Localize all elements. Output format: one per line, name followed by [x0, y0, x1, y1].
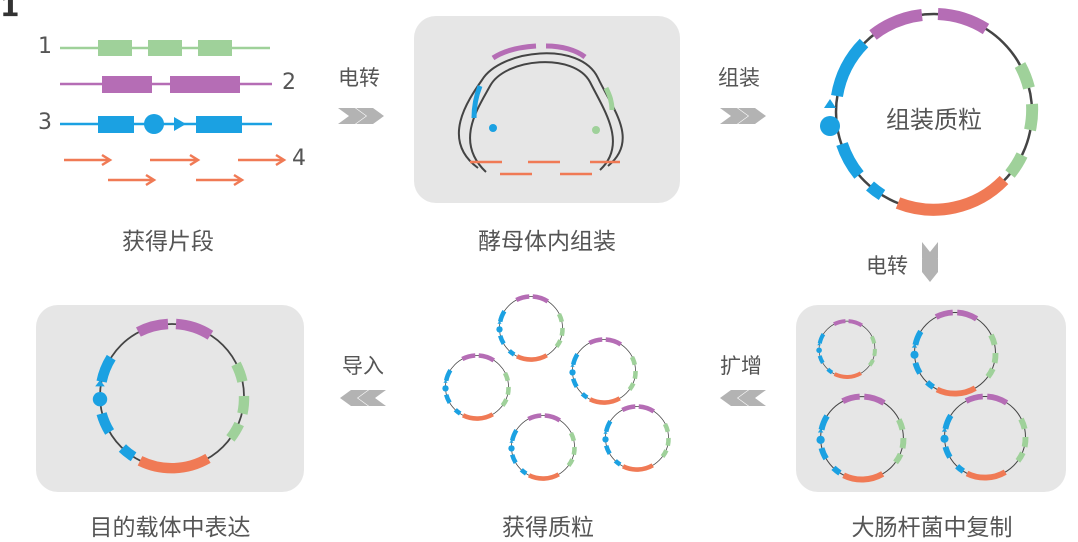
fragment-number-3: 3 [38, 110, 52, 135]
step-ecoli-replication: 大肠杆菌中复制 [851, 515, 1013, 541]
target-vector-panel [36, 305, 304, 492]
arrow-electro1 [338, 108, 384, 124]
fragment-1 [60, 40, 270, 56]
assembled-plasmid-label: 组装质粒 [886, 106, 982, 134]
fragment-4-primers [64, 153, 287, 187]
arrow-electro2 [922, 242, 938, 282]
ecoli-panel [796, 305, 1066, 492]
yeast-panel [414, 16, 680, 203]
arrow-label-amplify: 扩增 [720, 354, 762, 378]
fragment-2 [60, 76, 272, 93]
fragment-number-4: 4 [292, 146, 306, 171]
fragment-number-2: 2 [282, 70, 296, 95]
step-target-expression: 目的载体中表达 [89, 515, 251, 541]
arrow-amplify [720, 390, 766, 406]
arrow-label-electro1: 电转 [338, 66, 380, 90]
corner-label: 1 [0, 0, 20, 23]
fragment-3 [60, 114, 272, 134]
obtained-plasmids [442, 297, 668, 479]
step-yeast-assembly: 酵母体内组装 [478, 229, 616, 255]
arrow-label-assemble: 组装 [718, 66, 760, 90]
yeast-assembly-diagram [457, 43, 624, 176]
dna-fragments [60, 40, 287, 187]
arrow-assemble [720, 108, 766, 124]
fragment-number-1: 1 [38, 34, 52, 59]
arrow-import [340, 390, 386, 406]
step-get-plasmid: 获得质粒 [502, 515, 594, 541]
arrow-label-electro2: 电转 [866, 254, 908, 278]
assembled-plasmid [820, 8, 1039, 216]
step-get-fragments: 获得片段 [122, 229, 214, 255]
arrow-label-import: 导入 [342, 354, 384, 378]
